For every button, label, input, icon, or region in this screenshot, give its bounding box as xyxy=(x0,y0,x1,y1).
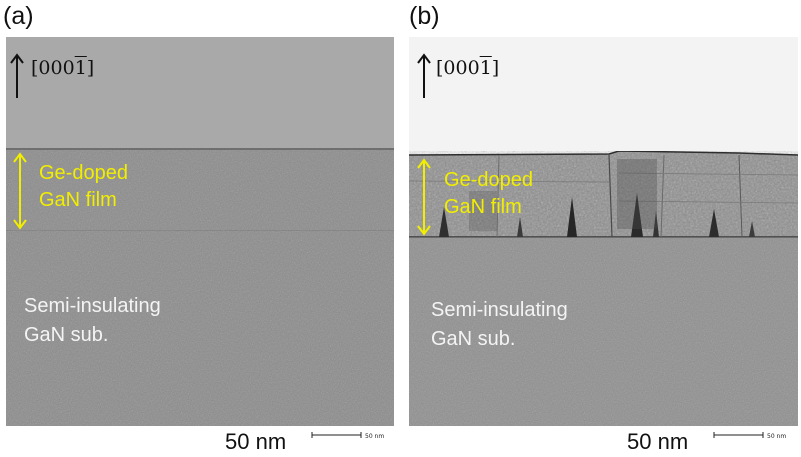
panel-b-direction-overbar: 1 xyxy=(479,57,492,79)
panel-b-scale-bar-text: 50 nm xyxy=(767,433,786,440)
panel-a-direction-overbar: 1 xyxy=(74,57,87,79)
panel-b-film-thickness-arrow-icon xyxy=(417,158,431,236)
panel-a-film-thickness-arrow-icon xyxy=(13,152,27,230)
panel-a-direction-arrow-icon xyxy=(10,53,24,98)
panel-b-direction-arrow-icon xyxy=(417,53,431,98)
panel-b-substrate-label: Semi-insulating GaN sub. xyxy=(431,296,568,354)
panel-a-direction-suffix: ] xyxy=(86,57,95,79)
panel-b-vacuum-region xyxy=(409,37,798,155)
panel-b-film-label-line2: GaN film xyxy=(444,196,522,218)
panel-a-scale-bar-text: 50 nm xyxy=(365,433,384,440)
panel-b-scale-bar: 50 nm xyxy=(713,432,786,440)
panel-a-scale-bar: 50 nm xyxy=(311,432,384,440)
panel-b-film-label-line1: Ge-doped xyxy=(444,169,533,191)
panel-b-noise xyxy=(409,238,798,426)
panel-a-film-label-line2: GaN film xyxy=(39,189,117,211)
panel-b-film-label: Ge-doped GaN film xyxy=(444,167,533,221)
panel-b-direction-prefix: [000 xyxy=(436,57,480,79)
panel-b-substrate-label-line2: GaN sub. xyxy=(431,328,516,350)
panel-a-vacuum-region xyxy=(6,37,394,149)
panel-a-direction-prefix: [000 xyxy=(31,57,75,79)
panel-b-label: (b) xyxy=(409,2,440,30)
panel-a-scale-text: 50 nm xyxy=(225,429,287,454)
panel-a-noise xyxy=(6,150,394,426)
panel-a-substrate-label-line2: GaN sub. xyxy=(24,324,109,346)
panel-b-scale-text: 50 nm xyxy=(627,429,689,454)
panel-b-direction-label: [0001] xyxy=(436,57,499,79)
panel-b-substrate-label-line1: Semi-insulating xyxy=(431,299,568,321)
panel-a-direction-label: [0001] xyxy=(31,57,94,79)
panel-a-film-label-line1: Ge-doped xyxy=(39,162,128,184)
panel-a-micrograph xyxy=(6,37,394,426)
panel-b-film-region xyxy=(409,151,798,238)
panel-a-substrate-label: Semi-insulating GaN sub. xyxy=(24,292,161,350)
panel-a-label: (a) xyxy=(3,2,34,30)
panel-b-direction-suffix: ] xyxy=(491,57,500,79)
panel-a-substrate-label-line1: Semi-insulating xyxy=(24,295,161,317)
panel-b-micrograph xyxy=(409,37,798,426)
panel-a-film-label: Ge-doped GaN film xyxy=(39,160,128,214)
panel-a-film-region xyxy=(6,148,394,150)
